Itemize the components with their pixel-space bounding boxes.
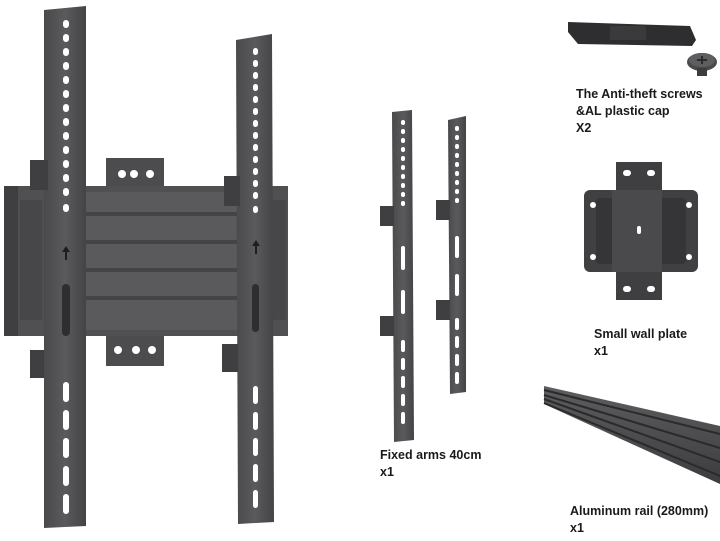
assembled-mount <box>4 6 288 528</box>
fixed-arms-name: Fixed arms 40cm <box>380 448 482 462</box>
aluminum-rail-label: Aluminum rail (280mm) x1 <box>570 503 708 537</box>
aluminum-rail-name: Aluminum rail (280mm) <box>570 504 709 518</box>
small-wall-plate-qty: x1 <box>594 344 608 358</box>
right-arm <box>222 34 274 524</box>
fixed-arm-right <box>436 116 466 394</box>
anti-theft-screws-label-line2: &AL plastic cap <box>576 104 670 118</box>
plastic-cap <box>568 22 696 46</box>
anti-theft-screws-label: The Anti-theft screws &AL plastic cap X2 <box>576 86 703 137</box>
small-wall-plate-label: Small wall plate x1 <box>594 326 687 360</box>
anti-theft-screws-label-line1: The Anti-theft screws <box>576 87 703 101</box>
fixed-arms-label: Fixed arms 40cm x1 <box>380 447 481 481</box>
small-wall-plate <box>584 162 698 300</box>
small-wall-plate-name: Small wall plate <box>594 327 688 341</box>
fixed-arms-qty: x1 <box>380 465 394 479</box>
fixed-arm-left <box>380 110 414 442</box>
anti-theft-screws-qty: X2 <box>576 121 592 135</box>
left-arm <box>30 6 86 528</box>
aluminum-rail-qty: x1 <box>570 521 584 535</box>
aluminum-rail <box>543 386 720 484</box>
anti-theft-screw-icon <box>687 53 717 76</box>
